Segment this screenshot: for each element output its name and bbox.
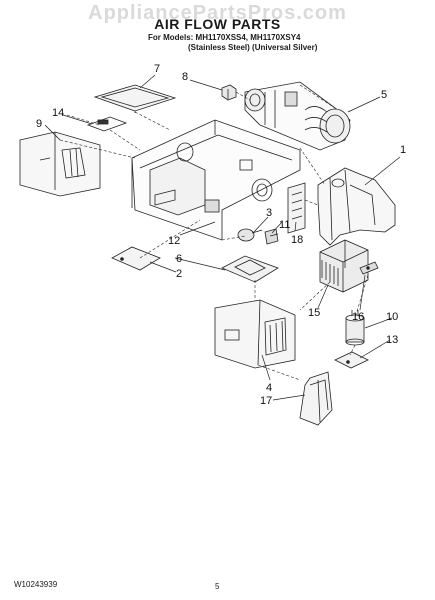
callout-8: 8: [182, 71, 188, 83]
document-id: W10243939: [14, 580, 58, 589]
part-2-cover[interactable]: [111, 246, 161, 271]
part-7-filter[interactable]: [93, 84, 177, 113]
callout-18: 18: [291, 234, 303, 246]
part-10-capacitor[interactable]: [345, 310, 365, 346]
callout-1: 1: [400, 144, 406, 156]
callout-13: 13: [386, 334, 398, 346]
part-1-air-guide[interactable]: [317, 167, 396, 246]
callout-10: 10: [386, 311, 398, 323]
part-15-transformer[interactable]: [319, 239, 369, 293]
callout-2: 2: [176, 268, 182, 280]
callout-16: 16: [352, 311, 364, 323]
model-list: For Models: MH1170XSS4, MH1170XSY4 (Stai…: [148, 33, 317, 53]
part-16-clip[interactable]: [359, 261, 379, 275]
part-11-socket[interactable]: [264, 228, 279, 245]
callout-9: 9: [36, 118, 42, 130]
part-13-bracket[interactable]: [334, 351, 369, 369]
callout-11: 11: [279, 219, 290, 231]
part-17-shroud[interactable]: [299, 371, 333, 426]
part-3-lamp[interactable]: [237, 228, 263, 242]
part-8-clip[interactable]: [221, 84, 237, 101]
part-6-plate[interactable]: [221, 255, 279, 283]
watermark: AppliancePartsPros.com: [88, 2, 347, 24]
part-14-label[interactable]: [86, 116, 128, 132]
model-finishes: (Stainless Steel) (Universal Silver): [188, 43, 318, 52]
callout-4: 4: [266, 382, 272, 394]
callout-14: 14: [52, 107, 64, 119]
page-title: AIR FLOW PARTS: [154, 16, 281, 32]
part-4-vent-panel[interactable]: [214, 299, 296, 369]
callout-7: 7: [154, 63, 160, 75]
model-numbers: For Models: MH1170XSS4, MH1170XSY4: [148, 33, 301, 42]
callout-15: 15: [308, 307, 320, 319]
part-9-duct[interactable]: [19, 131, 101, 197]
callout-3: 3: [266, 207, 272, 219]
part-5-blower-motor[interactable]: [244, 81, 351, 151]
part-18-panel[interactable]: [287, 182, 306, 234]
page-number: 5: [215, 582, 220, 591]
callout-17: 17: [260, 395, 272, 407]
callout-5: 5: [381, 89, 387, 101]
chassis-frame: [131, 119, 301, 241]
callout-12: 12: [168, 235, 180, 247]
callout-6: 6: [176, 253, 182, 265]
